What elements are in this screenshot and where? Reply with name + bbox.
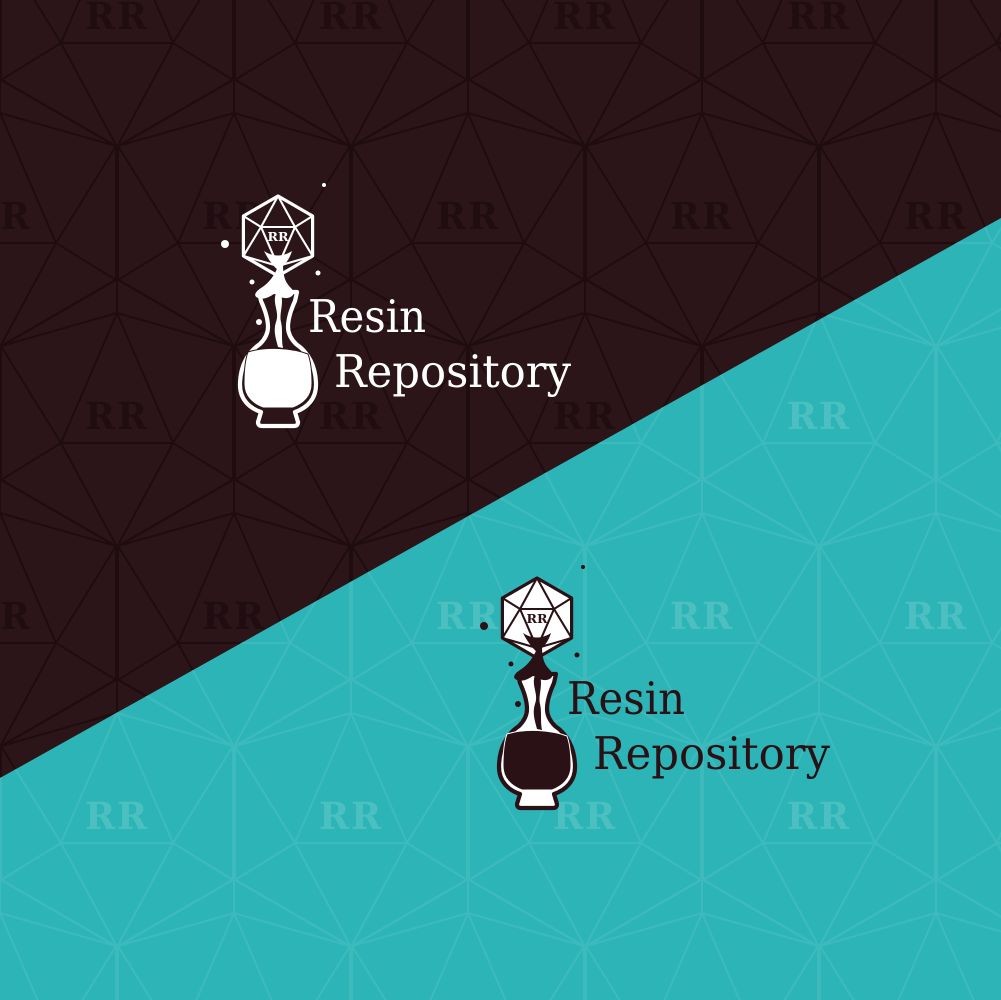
wordmark-line1-dark: Resin — [567, 672, 685, 725]
logo-light-variant: Resin Repository — [221, 183, 572, 426]
logo-dark-variant: Resin Repository — [480, 565, 831, 808]
wordmark-line2-light: Repository — [334, 345, 572, 398]
wordmark-line1-light: Resin — [308, 290, 426, 343]
wordmark-line2-dark: Repository — [593, 727, 831, 780]
